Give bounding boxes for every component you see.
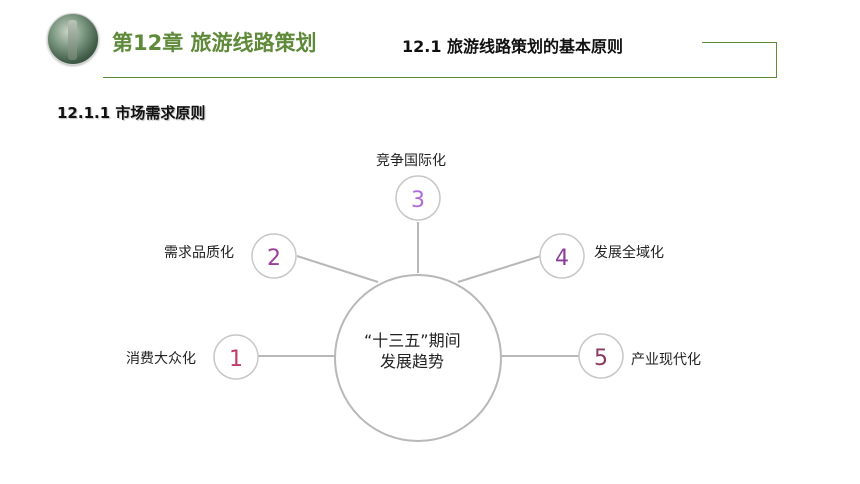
subsection-title: 12.1.1 市场需求原则 [57,104,206,122]
node-number-4: 4 [555,246,569,271]
section-title: 12.1 旅游线路策划的基本原则 [402,37,624,56]
node-circle-2 [251,233,297,279]
connector-2 [296,255,379,283]
node-circle-4 [539,233,585,279]
center-hub-circle [334,274,502,442]
header-divider-vertical [776,42,777,77]
node-label-2: 需求品质化 [164,245,234,261]
node-label-1: 消费大众化 [126,351,196,367]
node-circle-1 [213,334,259,380]
header-divider-bottom [103,77,777,78]
center-line-1: “十三五”期间 [364,331,461,350]
center-line-2: 发展趋势 [380,352,445,371]
node-number-3: 3 [411,188,425,213]
node-label-4: 发展全域化 [594,245,664,261]
header-divider-top [702,42,777,43]
node-circle-3 [395,175,441,221]
node-number-5: 5 [594,346,608,371]
chapter-title: 第12章 旅游线路策划 [112,31,317,55]
chapter-logo [47,13,99,65]
connector-4 [457,255,542,283]
node-circle-5 [578,333,624,379]
node-number-2: 2 [267,246,281,271]
node-label-3: 竞争国际化 [376,153,446,169]
node-number-1: 1 [229,347,243,372]
center-hub-text: “十三五”期间 发展趋势 [346,330,506,372]
node-label-5: 产业现代化 [631,352,701,368]
